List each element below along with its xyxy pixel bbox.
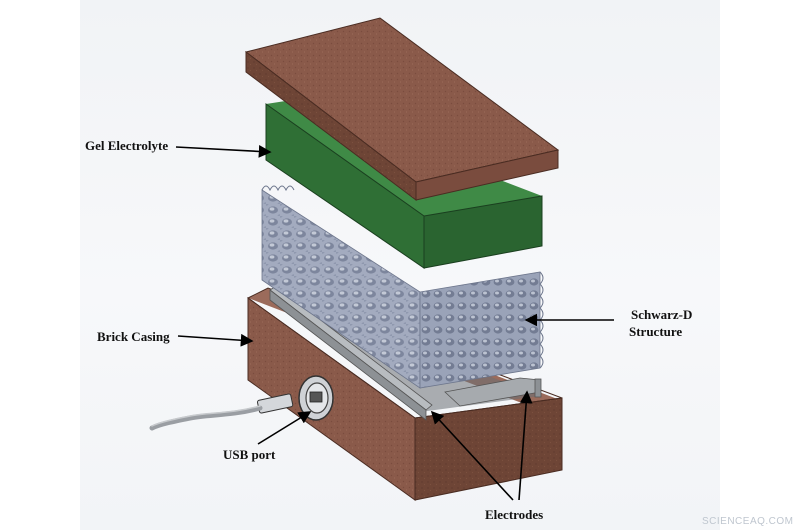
usb-port-assembly [149, 375, 334, 431]
label-schwarz-d-line2: Structure [629, 324, 682, 339]
usb-cable [149, 405, 263, 431]
usb-port-socket [309, 391, 323, 403]
label-usb-port: USB port [223, 447, 276, 462]
gel-right [423, 195, 543, 269]
brick-casing-rim [247, 287, 563, 419]
schwarz-d-structure [261, 185, 544, 389]
brick-lid [244, 17, 560, 202]
electrodes [269, 285, 542, 421]
callout-arrows [175, 145, 614, 501]
electrode-left-face [269, 289, 427, 421]
labels: Gel Electrolyte Schwarz-D Structure Bric… [85, 138, 692, 522]
usb-plug [256, 393, 294, 414]
arrow-electrode-left [430, 410, 514, 501]
electrode-right-tab [534, 378, 542, 398]
lattice-right [419, 271, 541, 389]
arrow-brick-casing [177, 333, 254, 347]
label-brick-casing: Brick Casing [97, 329, 170, 344]
brick-casing-right [414, 397, 563, 501]
lattice-bumpy-edge [261, 185, 295, 192]
watermark: SCIENCEAQ.COM [702, 516, 794, 527]
label-schwarz-d-line1: Schwarz-D [631, 307, 692, 322]
usb-cable-highlight [151, 405, 261, 427]
brick-lid-right [415, 149, 559, 201]
arrow-gel-electrolyte [175, 145, 272, 158]
label-gel-electrolyte: Gel Electrolyte [85, 138, 168, 153]
arrow-usb-port [257, 411, 312, 445]
label-electrodes: Electrodes [485, 507, 543, 522]
arrow-electrode-right [518, 390, 533, 501]
